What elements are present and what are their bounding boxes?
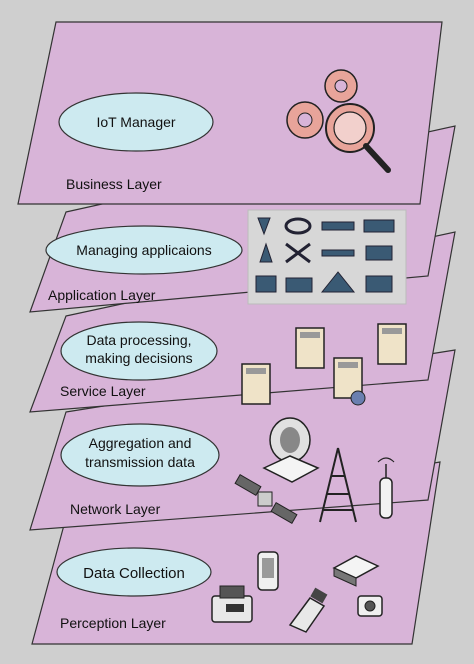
network-devices-icons xyxy=(234,417,395,525)
layer-name-perception: Perception Layer xyxy=(60,615,166,631)
tools-icon xyxy=(285,242,311,264)
bubble-text-application-0: Managing applicaions xyxy=(76,242,211,258)
factory-icon xyxy=(363,219,395,233)
radio-tower-icon xyxy=(319,447,357,523)
scanner-icon xyxy=(332,555,380,587)
bubble-service xyxy=(60,321,218,381)
pumpjack-icon xyxy=(320,271,356,293)
gears-magnifier-icon xyxy=(286,69,391,173)
conveyor-icon xyxy=(321,221,355,231)
layer-name-network: Network Layer xyxy=(70,501,161,517)
oil-rig-icon xyxy=(259,242,273,263)
bubble-text-network-1: transmission data xyxy=(85,454,195,470)
bubble-text-service-0: Data processing, xyxy=(86,332,191,348)
layer-name-business: Business Layer xyxy=(66,176,162,192)
bubble-text-perception-0: Data Collection xyxy=(83,565,185,582)
bubble-business xyxy=(58,92,214,152)
server-icon xyxy=(377,323,407,365)
crane-icon xyxy=(321,249,355,257)
bubble-network xyxy=(60,423,220,487)
tower-icon xyxy=(257,217,271,236)
sensor-devices-icons xyxy=(211,551,383,633)
server-icon xyxy=(295,327,325,369)
camera-icon xyxy=(357,595,383,617)
satellite-icon xyxy=(234,473,298,525)
city-icon xyxy=(365,275,393,293)
satellite-dish-icon xyxy=(262,417,320,483)
bubble-text-service-1: making decisions xyxy=(85,350,192,366)
plant-icon xyxy=(365,245,393,261)
industry-icons-grid xyxy=(247,209,407,305)
bubble-text-business-0: IoT Manager xyxy=(96,114,175,130)
bubble-perception xyxy=(56,547,212,597)
server-icons xyxy=(241,323,407,406)
layer-plane-business xyxy=(17,21,443,205)
layer-name-service: Service Layer xyxy=(60,383,146,399)
mobile-phone-icon xyxy=(257,551,279,591)
refinery-icon xyxy=(255,275,277,293)
layer-business: IoT Manager Business Layer xyxy=(17,21,443,205)
server-icon xyxy=(241,363,271,405)
warehouse-icon xyxy=(285,277,313,293)
wireless-sensor-icon xyxy=(377,457,395,519)
bubble-application xyxy=(45,225,243,275)
layer-name-application: Application Layer xyxy=(48,287,156,303)
flip-phone-icon xyxy=(288,587,328,633)
layer-perception: Data Collection Perception Layer xyxy=(31,461,441,645)
globe-icon xyxy=(350,390,366,406)
printer-icon xyxy=(211,585,253,623)
bubble-text-network-0: Aggregation and xyxy=(89,435,192,451)
layer-application: Managing applicaions Application Layer xyxy=(29,125,456,313)
ring-icon xyxy=(284,217,312,235)
